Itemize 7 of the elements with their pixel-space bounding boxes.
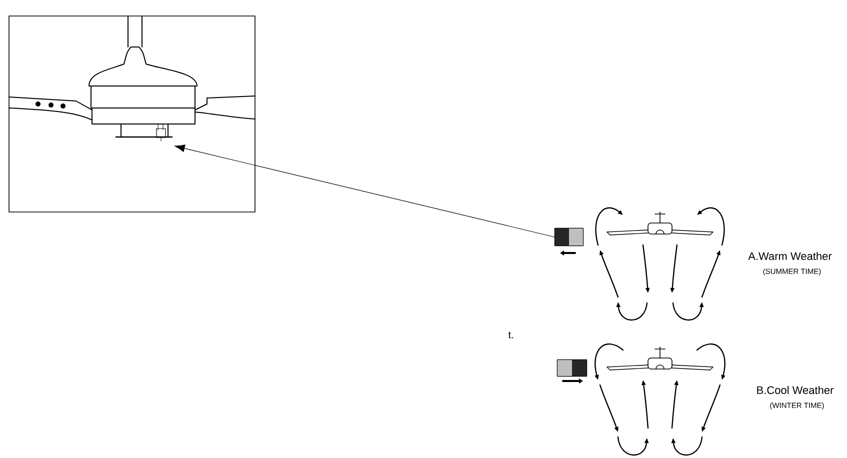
pull-switch [156, 128, 166, 138]
ceiling-fan-drawing [8, 16, 256, 212]
leader-arrow [174, 144, 555, 238]
switch-icon [554, 228, 584, 256]
title-text: B.Cool Weather [757, 386, 834, 394]
title-text: A.Warm Weather [748, 252, 832, 260]
stray-text: t. [508, 332, 513, 338]
